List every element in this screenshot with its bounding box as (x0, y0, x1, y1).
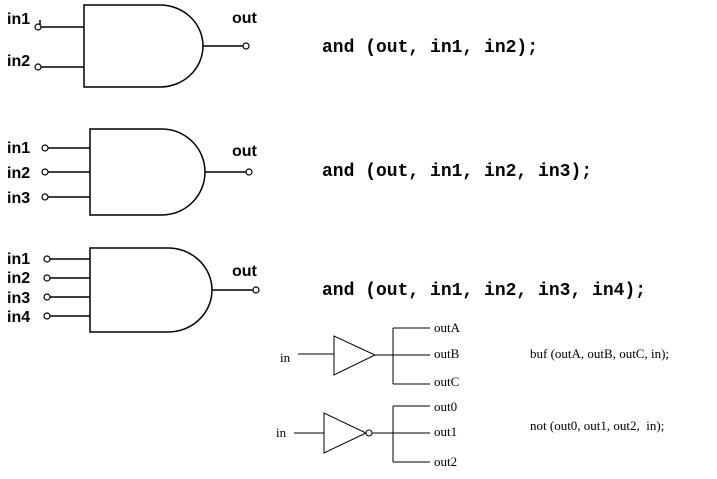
input-pin (41, 193, 49, 201)
and-gate-3-input-group: in1 in2 in3 out and (out, in1, in2, in3)… (7, 128, 592, 216)
output-label: out0 (434, 399, 457, 414)
input-label: in4 (7, 309, 30, 326)
output-label: out2 (434, 454, 457, 469)
input-pin (43, 255, 51, 263)
input-pin (41, 168, 49, 176)
input-pin (34, 63, 42, 71)
verilog-code: and (out, in1, in2); (322, 38, 538, 58)
and-gate-2-input (83, 4, 204, 88)
input-label: in2 (7, 165, 30, 182)
output-label: outA (434, 320, 461, 335)
input-label: in1 (7, 11, 30, 28)
output-label: out1 (434, 424, 457, 439)
not-gate-group: in out0 out1 out2 not (out0, out1, out2,… (276, 399, 664, 469)
and-gate-4-input-group: in1 in2 in3 in4 out and (out, in1, in2, … (7, 247, 646, 333)
output-pin (242, 42, 250, 50)
buffer-triangle (333, 335, 377, 376)
output-label: out (232, 263, 258, 280)
and-gate-4-input (89, 247, 213, 333)
output-label: out (232, 10, 258, 27)
input-label: in (280, 350, 291, 365)
input-pin (34, 23, 42, 31)
verilog-code: not (out0, out1, out2, in); (530, 418, 664, 433)
input-label: in2 (7, 53, 30, 70)
output-label: out (232, 143, 258, 160)
output-label: outC (434, 374, 459, 389)
verilog-code: and (out, in1, in2, in3, in4); (322, 281, 646, 301)
inversion-bubble (365, 429, 373, 437)
input-label: in1 (7, 251, 30, 268)
input-label: in (276, 425, 287, 440)
verilog-code: buf (outA, outB, outC, in); (530, 346, 669, 361)
input-label: in1 (7, 140, 30, 157)
input-label: in3 (7, 290, 30, 307)
output-pin (245, 168, 253, 176)
input-pin (43, 274, 51, 282)
input-pin (43, 312, 51, 320)
output-pin (252, 286, 260, 294)
input-label: in3 (7, 190, 30, 207)
verilog-code: and (out, in1, in2, in3); (322, 162, 592, 182)
inverter-triangle (323, 412, 368, 454)
and-gate-3-input (89, 128, 206, 216)
output-label: outB (434, 346, 460, 361)
input-label: in2 (7, 270, 30, 287)
and-gate-2-input-group: in1 in2 out and (out, in1, in2); (7, 4, 538, 88)
buf-gate-group: in outA outB outC buf (outA, outB, outC,… (280, 320, 669, 389)
input-pin (43, 293, 51, 301)
input-pin (41, 144, 49, 152)
